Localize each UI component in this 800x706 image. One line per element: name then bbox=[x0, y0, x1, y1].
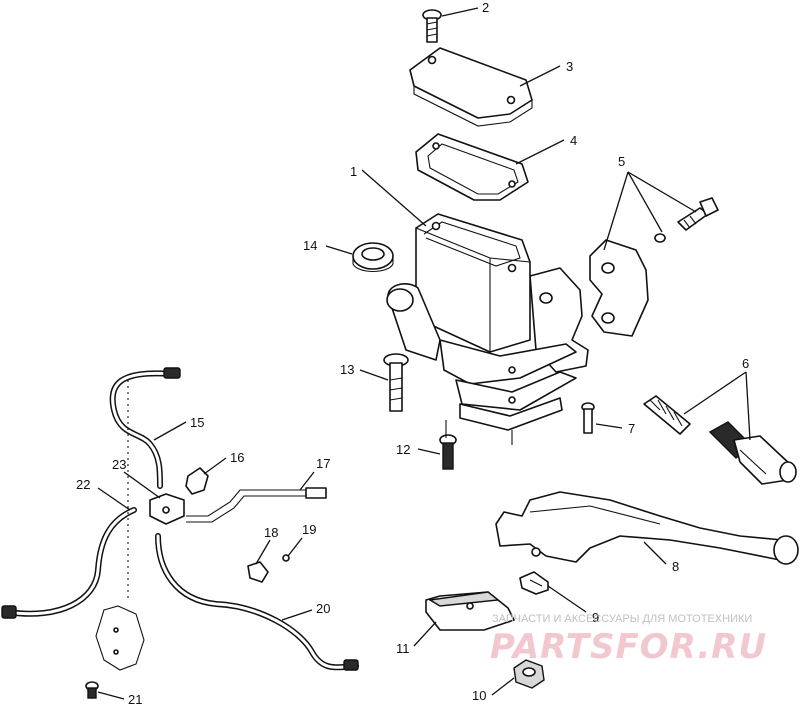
part-8-brake-lever bbox=[495, 491, 799, 565]
part-14-seal-ring bbox=[352, 242, 394, 273]
callout-4: 4 bbox=[570, 133, 577, 148]
callout-21: 21 bbox=[128, 692, 142, 706]
callout-16: 16 bbox=[230, 450, 244, 465]
callout-13: 13 bbox=[340, 362, 354, 377]
part-1-master-cylinder-body bbox=[386, 213, 589, 445]
callout-6: 6 bbox=[742, 356, 749, 371]
part-2-cover-screw bbox=[422, 9, 442, 43]
watermark-tagline: ЗАПЧАСТИ И АКСЕССУАРЫ ДЛЯ МОТОТЕХНИКИ bbox=[492, 613, 752, 625]
callout-5: 5 bbox=[618, 154, 625, 169]
callout-10: 10 bbox=[472, 688, 486, 703]
callout-7: 7 bbox=[628, 421, 635, 436]
callout-20: 20 bbox=[316, 601, 330, 616]
part-5-clamp-and-bolts bbox=[589, 197, 719, 337]
callout-9: 9 bbox=[592, 610, 599, 625]
part-10-nut bbox=[513, 659, 545, 689]
callout-11: 11 bbox=[396, 641, 410, 656]
part-13-pivot-bolt bbox=[383, 353, 409, 412]
watermark-logo: PARTSFOR.RU bbox=[490, 627, 767, 667]
callout-18: 18 bbox=[264, 525, 278, 540]
callout-15: 15 bbox=[190, 415, 204, 430]
callout-12: 12 bbox=[396, 442, 410, 457]
callout-22: 22 bbox=[76, 477, 90, 492]
callout-3: 3 bbox=[566, 59, 573, 74]
callout-1: 1 bbox=[350, 164, 357, 179]
part-7-lever-pin bbox=[581, 402, 595, 434]
callout-labels: 1 2 3 4 5 6 7 8 9 10 11 12 13 14 15 16 1… bbox=[76, 0, 749, 706]
callout-2: 2 bbox=[482, 0, 489, 15]
part-12-screw bbox=[439, 420, 457, 470]
callout-8: 8 bbox=[672, 559, 679, 574]
brake-hose-system bbox=[1, 367, 359, 699]
callout-17: 17 bbox=[316, 456, 330, 471]
callout-14: 14 bbox=[303, 238, 317, 253]
watermark: ЗАПЧАСТИ И АКСЕССУАРЫ ДЛЯ МОТОТЕХНИКИ PA… bbox=[490, 613, 767, 667]
part-9-switch-clip bbox=[519, 571, 549, 595]
leader-lines bbox=[97, 7, 751, 700]
part-6-piston-assembly bbox=[643, 395, 797, 485]
callout-19: 19 bbox=[302, 522, 316, 537]
part-4-diaphragm bbox=[415, 133, 529, 201]
callout-23: 23 bbox=[112, 457, 126, 472]
part-11-brake-switch bbox=[425, 591, 515, 631]
part-3-reservoir-cover bbox=[409, 47, 533, 127]
